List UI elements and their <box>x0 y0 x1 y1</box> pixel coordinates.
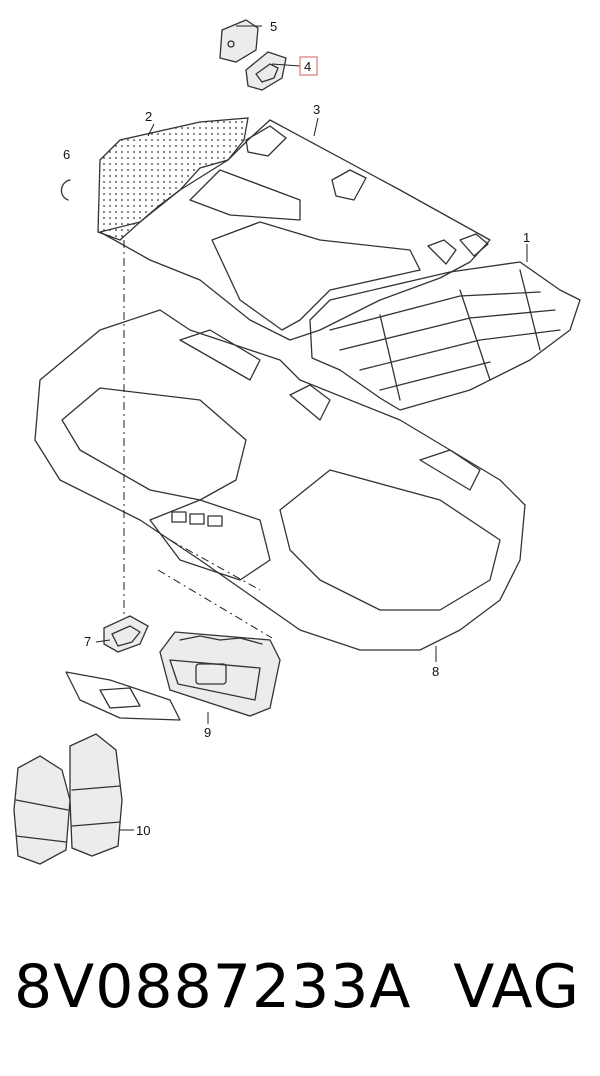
callout-6: 6 <box>63 147 70 162</box>
callout-2: 2 <box>145 109 152 124</box>
exploded-parts-diagram: 5 4 2 3 6 1 7 8 9 10 <box>13 19 581 865</box>
callout-10: 10 <box>136 823 150 838</box>
part-caption: 8V0887233A VAG <box>14 952 594 1032</box>
callout-3: 3 <box>313 102 320 117</box>
callout-5: 5 <box>270 19 277 34</box>
part-1-wire-frame <box>309 261 581 411</box>
part-10-pads <box>13 733 123 865</box>
callout-8: 8 <box>432 664 439 679</box>
part-9-panel <box>159 631 281 717</box>
part-2-cushion-foam <box>97 117 249 241</box>
callout-9: 9 <box>204 725 211 740</box>
part-7-clip <box>103 615 149 653</box>
leader-lines <box>95 25 528 831</box>
assembly-guide-lines <box>123 240 273 639</box>
callout-1: 1 <box>523 230 530 245</box>
part-8-seat-frame <box>34 309 526 651</box>
floor-trim <box>65 671 181 721</box>
part-4-clip <box>245 51 287 91</box>
callout-4: 4 <box>304 59 311 74</box>
part-3-seat-cover <box>99 119 491 341</box>
brand-name: VAG <box>453 952 580 1022</box>
callout-7: 7 <box>84 634 91 649</box>
callout-labels: 5 4 2 3 6 1 7 8 9 10 <box>63 19 530 838</box>
part-number: 8V0887233A <box>14 952 412 1022</box>
part-6-clip <box>60 179 71 201</box>
part-5-bracket <box>219 19 259 63</box>
callout-4-highlight <box>299 56 318 76</box>
